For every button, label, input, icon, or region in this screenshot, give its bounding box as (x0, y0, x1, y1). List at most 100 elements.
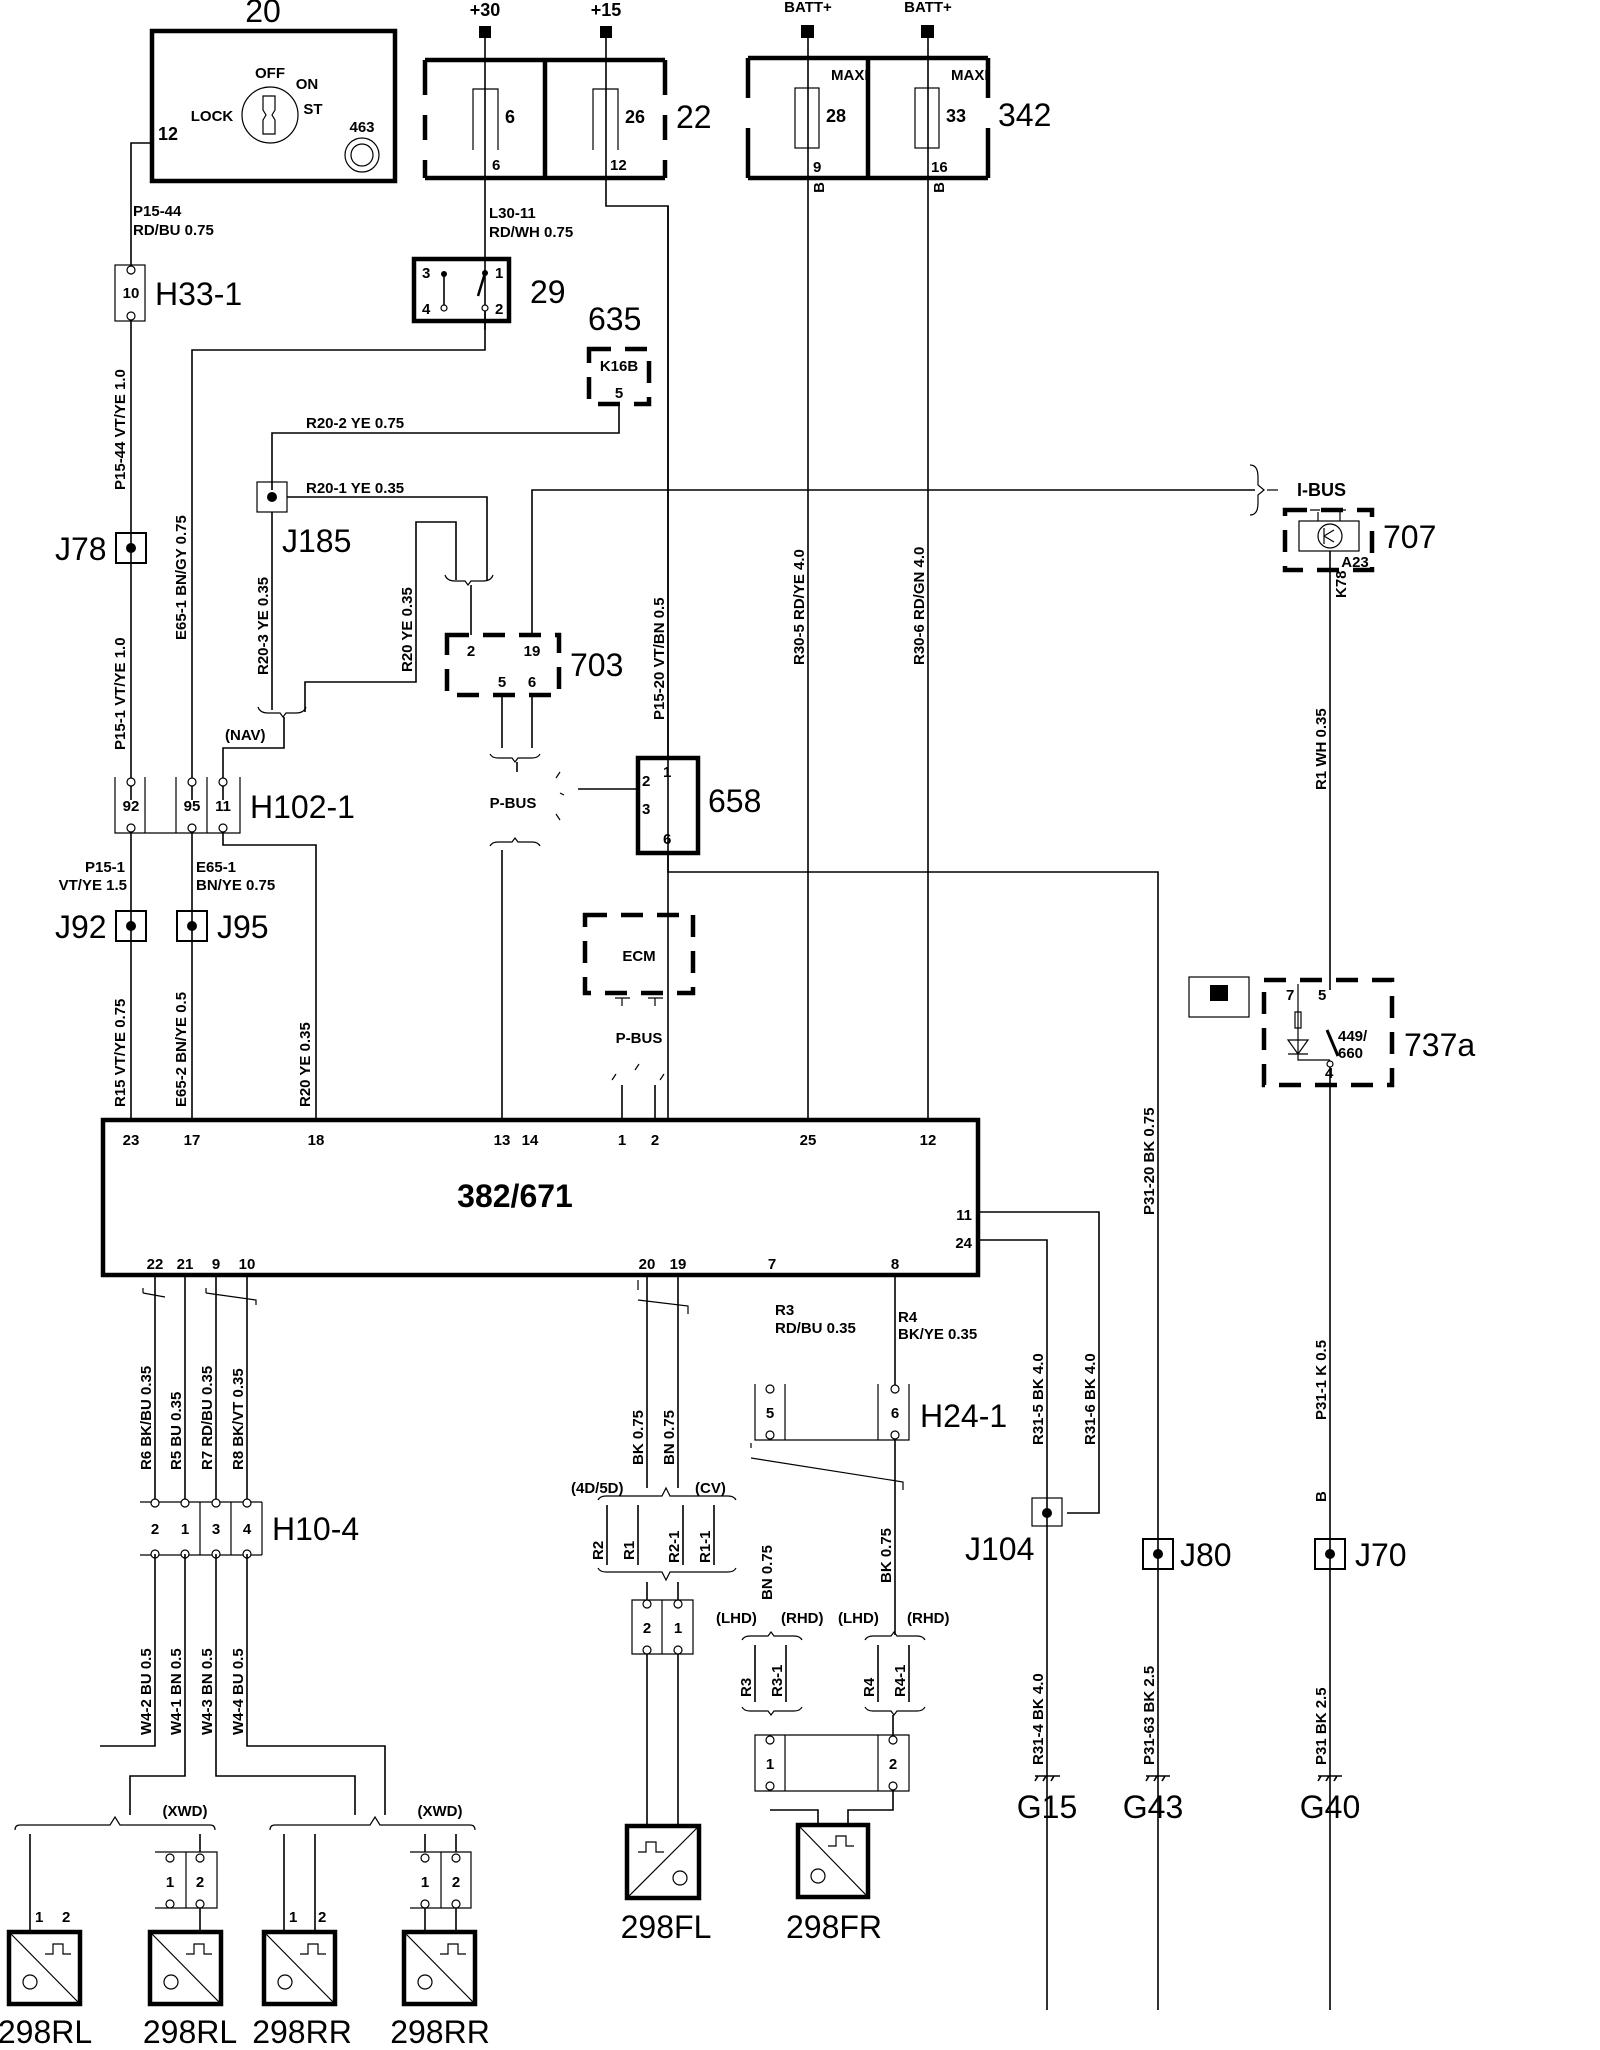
j70-label: J70 (1355, 1537, 1407, 1573)
relay-29: 3 1 4 2 29 (411, 256, 566, 324)
wire-r8: R8 BK/VT 0.35 (230, 1368, 247, 1470)
batt-left: BATT+ (784, 0, 832, 16)
fr-conn-1: 1 (766, 1756, 774, 1773)
wire-w4-3: W4-3 BN 0.5 (199, 1648, 216, 1735)
wire-r4-b: R4 (861, 1677, 878, 1697)
variant-lhd-2: (LHD) (838, 1610, 879, 1627)
wire-r3-1: R3-1 (769, 1664, 786, 1697)
pin-23: 23 (123, 1132, 140, 1149)
h24-pin-5: 5 (766, 1405, 774, 1422)
pulse-icon (186, 1943, 212, 1955)
h102-label: H102-1 (250, 789, 355, 825)
h33-label: H33-1 (155, 276, 242, 312)
g43-label: G43 (1123, 1789, 1183, 1825)
wire-r3-b: R3 (738, 1678, 755, 1697)
h10-pin-4: 4 (243, 1521, 252, 1538)
wire-w4-4: W4-4 BU 0.5 (230, 1648, 247, 1735)
pulse-icon (828, 1835, 854, 1847)
connector-h33-1: 10 H33-1 (114, 264, 242, 322)
ignition-switch-id: 20 (245, 0, 281, 29)
module-703: 2 19 5 6 703 (444, 632, 623, 698)
703-pin-2: 2 (467, 643, 475, 660)
wire-r31-4: R31-4 BK 4.0 (1030, 1673, 1047, 1765)
wire-r6: R6 BK/BU 0.35 (138, 1366, 155, 1470)
pin-17: 17 (184, 1132, 201, 1149)
sensor-rr-b-label: 298RR (390, 2014, 490, 2050)
maxi-right: MAXI (951, 67, 989, 84)
wire-p15-44-top-color: RD/BU 0.75 (133, 222, 214, 239)
junction-j70: J70 (1314, 1537, 1407, 1573)
wire-r3-color: RD/BU 0.35 (775, 1320, 856, 1337)
fl-conn-2: 2 (643, 1620, 651, 1637)
pin-2: 2 (651, 1132, 659, 1149)
wire-p15-44-top: P15-44 (133, 203, 182, 220)
sensor-298rl-b: 1 2 298RL (143, 1834, 237, 2050)
wire-r1-1: R1-1 (697, 1530, 714, 1563)
sensor-298fr: 298FR (786, 1822, 882, 1945)
wire-r31-5: R31-5 BK 4.0 (1030, 1353, 1047, 1445)
h10-pin-2: 2 (151, 1521, 159, 1538)
rl-a-pin-1: 1 (35, 1909, 43, 1926)
junction-j80: J80 (1142, 1537, 1232, 1573)
module-658: 1 2 3 6 658 (635, 755, 761, 856)
fuse-box-342-id: 342 (998, 97, 1051, 133)
sensor-rr-a-label: 298RR (252, 2014, 352, 2050)
wire-p31: P31 BK 2.5 (1313, 1687, 1330, 1765)
fuse-342-pin-16: 16 (931, 159, 948, 176)
wire-r20-2: R20-2 YE 0.75 (306, 415, 404, 432)
wire-r7: R7 RD/BU 0.35 (199, 1366, 216, 1470)
illumination-ring-icon (344, 137, 380, 173)
wire-r30-5: R30-5 RD/YE 4.0 (791, 549, 808, 665)
gear-wheel-icon (672, 1870, 688, 1886)
ignition-sub-463: 463 (349, 119, 374, 136)
connector-h102-1: 92 95 11 H102-1 (114, 777, 355, 834)
switch-737a: 7 5 449/ 660 4 737a (1188, 976, 1475, 1088)
wire-r1-wh: R1 WH 0.35 (1313, 708, 1330, 790)
wire-r31-6: R31-6 BK 4.0 (1082, 1353, 1099, 1445)
fuse-26: 26 (625, 107, 645, 127)
pin-24: 24 (955, 1235, 972, 1252)
switch-symbol-box (1188, 976, 1250, 1018)
wire-p15-44: P15-44 VT/YE 1.0 (112, 369, 129, 490)
fuse-33: 33 (946, 106, 966, 126)
wire-r3-label: R3 (775, 1302, 794, 1319)
658-pin-2: 2 (642, 773, 650, 790)
wire-r20-3: R20-3 YE 0.35 (255, 577, 272, 675)
wire-r5: R5 BU 0.35 (168, 1392, 185, 1470)
wire-p31-63: P31-63 BK 2.5 (1141, 1666, 1158, 1765)
737a-pin-7: 7 (1286, 987, 1294, 1004)
wire-e65-1: E65-1 BN/GY 0.75 (173, 515, 190, 640)
variant-xwd-left: (XWD) (163, 1803, 208, 1820)
fuse-box-342: BATT+ BATT+ MAXI MAXI 28 33 9 16 B B 342 (745, 0, 1051, 193)
supply-30: +30 (470, 0, 501, 20)
pulse-icon (638, 1841, 664, 1853)
pin-1: 1 (618, 1132, 626, 1149)
wire-bn-075-b: BN 0.75 (759, 1545, 776, 1600)
pulse-icon (300, 1943, 326, 1955)
gear-wheel-icon (163, 1974, 179, 1990)
wire-e65-2: E65-2 BN/YE 0.5 (173, 992, 190, 1107)
wire-p15-1-b: P15-1 (85, 859, 125, 876)
relay-pin-4: 4 (422, 301, 431, 318)
ecm-label: ECM (622, 948, 655, 965)
switch-737a-id: 737a (1404, 1027, 1475, 1063)
connector-fr: 1 2 (754, 1734, 910, 1792)
gear-wheel-icon (277, 1974, 293, 1990)
pin-14: 14 (522, 1132, 539, 1149)
fuse-6: 6 (505, 107, 515, 127)
ecm-module: ECM P-BUS (582, 912, 696, 1081)
connector-h10-4: 2 1 3 4 H10-4 (140, 1498, 359, 1559)
fl-conn-1: 1 (674, 1620, 682, 1637)
maxi-left: MAXI (831, 67, 869, 84)
sensor-fl-label: 298FL (621, 1909, 712, 1945)
pin-20: 20 (639, 1256, 656, 1273)
relay-pin-1: 1 (495, 265, 503, 282)
j185-label: J185 (282, 523, 351, 559)
h10-pin-3: 3 (212, 1521, 220, 1538)
wire-e65-1-b: E65-1 (196, 859, 236, 876)
batt-right: BATT+ (904, 0, 952, 16)
module-707: A23 707 (1282, 507, 1436, 573)
h102-pin-95: 95 (184, 798, 201, 815)
gear-wheel-icon (22, 1974, 38, 1990)
wire-r2-1: R2-1 (666, 1530, 683, 1563)
